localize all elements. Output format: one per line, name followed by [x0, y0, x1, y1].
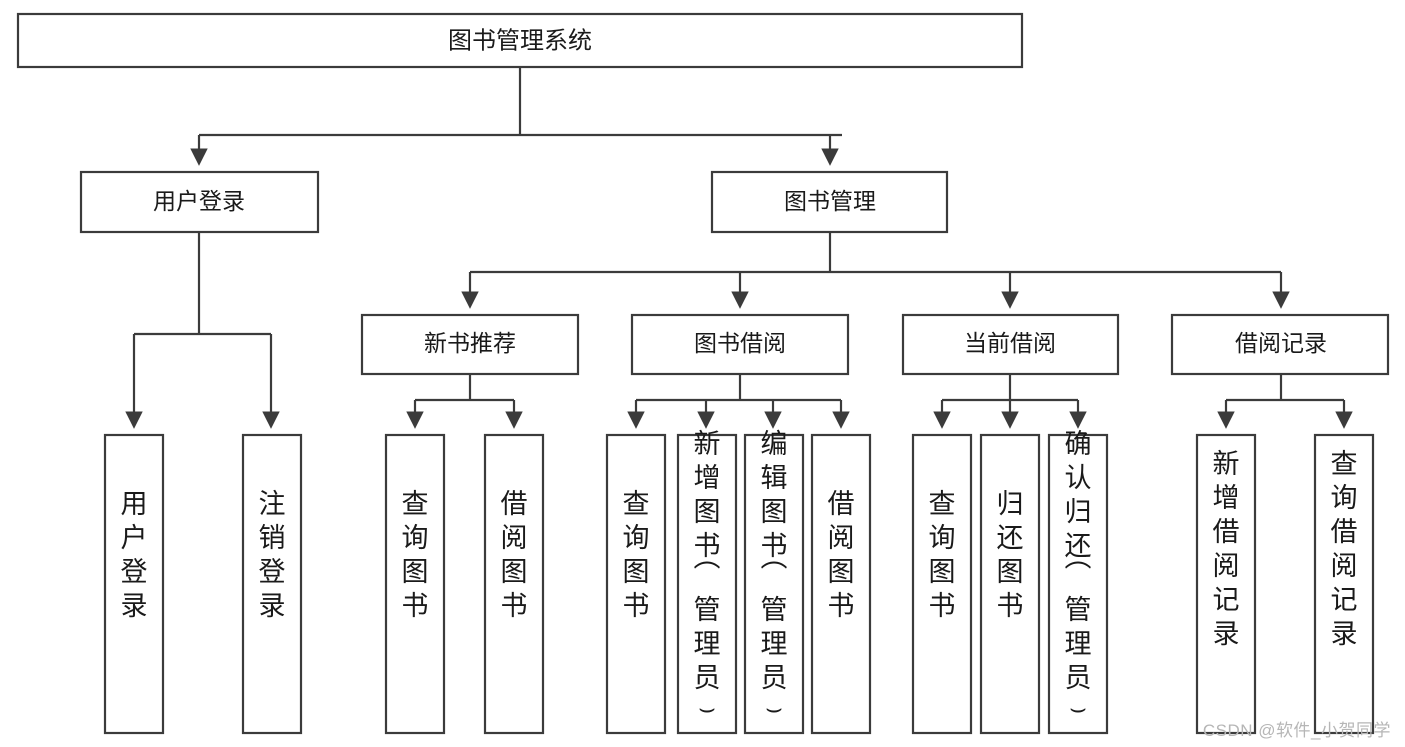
node-leaf-return-book[interactable]: 归还图书: [979, 433, 1041, 735]
node-leaf-return-book-label: 归还图书: [997, 489, 1024, 621]
node-leaf-confirm-return[interactable]: 确认归还⌒管理员⌣: [1047, 429, 1109, 735]
node-leaf-query-book-2[interactable]: 查询图书: [605, 433, 667, 735]
node-book-borrow-label: 图书借阅: [694, 330, 786, 356]
node-leaf-query-book-3[interactable]: 查询图书: [911, 433, 973, 735]
node-current-borrow-label: 当前借阅: [964, 330, 1056, 356]
node-leaf-edit-book-label: 编辑图书⌒管理员⌣: [761, 429, 788, 723]
node-borrow-record[interactable]: 借阅记录: [1170, 313, 1390, 376]
node-leaf-confirm-return-label: 确认归还⌒管理员⌣: [1065, 429, 1092, 723]
connector-bookmanage-to-level3: [461, 232, 1290, 309]
node-book-manage-label: 图书管理: [784, 188, 876, 214]
node-leaf-add-record-label: 新增借阅记录: [1213, 449, 1240, 649]
node-leaf-add-record[interactable]: 新增借阅记录: [1195, 433, 1257, 735]
connector-bookborrow-to-leaves: [627, 374, 850, 429]
node-leaf-borrow-book-1[interactable]: 借阅图书: [483, 433, 545, 735]
node-leaf-borrow-book-2[interactable]: 借阅图书: [810, 433, 872, 735]
node-user-login[interactable]: 用户登录: [79, 170, 320, 234]
connector-root-to-level2: [190, 67, 842, 166]
node-leaf-logout-login[interactable]: 注销登录: [241, 433, 303, 735]
connector-newbook-to-leaves: [406, 374, 523, 429]
connector-borrowrecord-to-leaves: [1217, 374, 1353, 429]
node-book-manage[interactable]: 图书管理: [710, 170, 949, 234]
node-leaf-edit-book[interactable]: 编辑图书⌒管理员⌣: [743, 429, 805, 735]
node-root-label: 图书管理系统: [448, 27, 592, 54]
node-current-borrow[interactable]: 当前借阅: [901, 313, 1120, 376]
node-leaf-query-book-1-label: 查询图书: [402, 489, 429, 621]
node-leaf-borrow-book-1-label: 借阅图书: [501, 489, 528, 621]
node-leaf-add-book-label: 新增图书⌒管理员⌣: [694, 429, 721, 723]
node-new-book-recommend[interactable]: 新书推荐: [360, 313, 580, 376]
connector-userlogin-to-leaves: [125, 232, 280, 429]
node-leaf-query-book-3-label: 查询图书: [929, 489, 956, 621]
node-root[interactable]: 图书管理系统: [16, 12, 1024, 69]
node-leaf-query-record[interactable]: 查询借阅记录: [1313, 433, 1375, 735]
node-leaf-logout-login-label: 注销登录: [259, 489, 286, 621]
node-leaf-user-login[interactable]: 用户登录: [103, 433, 165, 735]
node-leaf-borrow-book-2-label: 借阅图书: [828, 489, 855, 621]
node-book-borrow[interactable]: 图书借阅: [630, 313, 850, 376]
connector-currentborrow-to-leaves: [933, 374, 1087, 429]
node-leaf-user-login-label: 用户登录: [121, 489, 148, 621]
node-leaf-query-book-2-label: 查询图书: [623, 489, 650, 621]
node-user-login-label: 用户登录: [153, 188, 245, 214]
node-leaf-add-book[interactable]: 新增图书⌒管理员⌣: [676, 429, 738, 735]
node-leaf-query-record-label: 查询借阅记录: [1331, 449, 1358, 649]
node-borrow-record-label: 借阅记录: [1235, 330, 1327, 356]
node-new-book-recommend-label: 新书推荐: [424, 330, 516, 356]
node-leaf-query-book-1[interactable]: 查询图书: [384, 433, 446, 735]
